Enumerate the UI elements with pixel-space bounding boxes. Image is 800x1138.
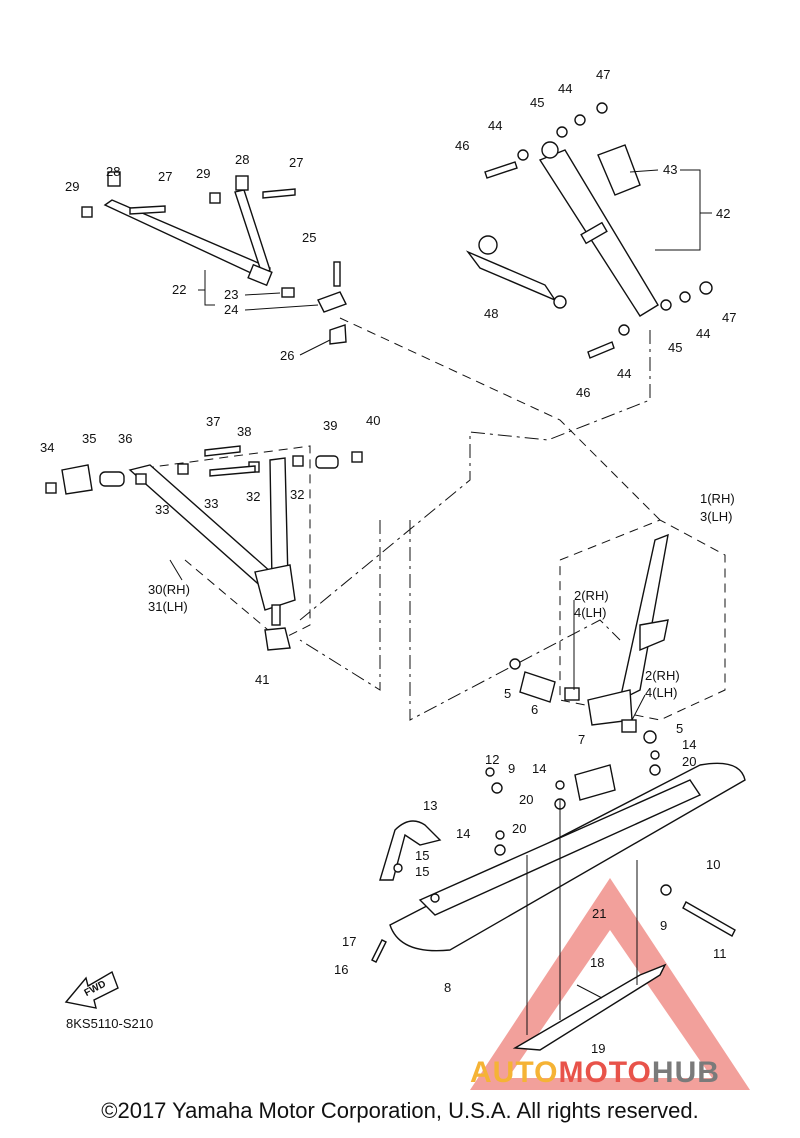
callout-34: 34 (40, 440, 54, 455)
callout-35: 35 (82, 431, 96, 446)
callout-labels: 47 44 45 44 46 43 42 48 47 44 45 44 46 2… (40, 67, 736, 1056)
callout-12: 12 (485, 752, 499, 767)
callout-10: 10 (706, 857, 720, 872)
callout-9a: 9 (508, 761, 515, 776)
callout-27b: 27 (289, 155, 303, 170)
callout-23: 23 (224, 287, 238, 302)
callout-47b: 47 (722, 310, 736, 325)
callout-41: 41 (255, 672, 269, 687)
watermark-part-2: MOTO (558, 1056, 652, 1089)
callout-16: 16 (334, 962, 348, 977)
watermark-part-1: AUTO (470, 1056, 559, 1089)
callout-32a: 32 (246, 489, 260, 504)
steering-rod-assembly (81, 171, 347, 345)
callout-14c: 14 (456, 826, 470, 841)
callout-4b: 4(LH) (645, 685, 678, 700)
callout-26: 26 (280, 348, 294, 363)
callout-7: 7 (578, 732, 585, 747)
callout-14b: 14 (682, 737, 696, 752)
callout-21: 21 (592, 906, 606, 921)
ski-spindle (509, 533, 669, 744)
callout-32b: 32 (290, 487, 304, 502)
callout-44c: 44 (696, 326, 710, 341)
callout-47a: 47 (596, 67, 610, 82)
callout-19: 19 (591, 1041, 605, 1056)
callout-28b: 28 (235, 152, 249, 167)
assembly-lines (129, 317, 726, 721)
callout-3: 3(LH) (700, 509, 733, 524)
callout-15a: 15 (415, 848, 429, 863)
callout-39: 39 (323, 418, 337, 433)
callout-14a: 14 (532, 761, 546, 776)
callout-2b: 2(RH) (645, 668, 680, 683)
callout-17: 17 (342, 934, 356, 949)
callout-20a: 20 (519, 792, 533, 807)
callout-44b: 44 (488, 118, 502, 133)
callout-13: 13 (423, 798, 437, 813)
callout-6: 6 (531, 702, 538, 717)
callout-31: 31(LH) (148, 599, 188, 614)
leader-lines (169, 169, 712, 721)
callout-20b: 20 (682, 754, 696, 769)
callout-29a: 29 (65, 179, 79, 194)
callout-8: 8 (444, 980, 451, 995)
callout-38: 38 (237, 424, 251, 439)
callout-1: 1(RH) (700, 491, 735, 506)
watermark-logo: AUTOMOTOHUB (470, 1056, 720, 1090)
callout-29b: 29 (196, 166, 210, 181)
copyright-footer: ©2017 Yamaha Motor Corporation, U.S.A. A… (101, 1098, 699, 1123)
callout-36: 36 (118, 431, 132, 446)
callout-30: 30(RH) (148, 582, 190, 597)
callout-4a: 4(LH) (574, 605, 607, 620)
callout-22: 22 (172, 282, 186, 297)
callout-46b: 46 (576, 385, 590, 400)
callout-45b: 45 (668, 340, 682, 355)
callout-37: 37 (206, 414, 220, 429)
diagram-code: 8KS5110-S210 (66, 1016, 154, 1031)
callout-27a: 27 (158, 169, 172, 184)
callout-18: 18 (590, 955, 604, 970)
callout-25: 25 (302, 230, 316, 245)
callout-20c: 20 (512, 821, 526, 836)
callout-9b: 9 (660, 918, 667, 933)
callout-11: 11 (713, 946, 727, 961)
callout-2a: 2(RH) (574, 588, 609, 603)
callout-44a: 44 (558, 81, 572, 96)
callout-43: 43 (663, 162, 677, 177)
a-arm-assembly (45, 445, 363, 651)
callout-15b: 15 (415, 864, 429, 879)
callout-24: 24 (224, 302, 238, 317)
watermark-part-3: HUB (651, 1056, 720, 1089)
callout-28a: 28 (106, 164, 120, 179)
callout-40: 40 (366, 413, 380, 428)
shock-absorber (465, 102, 713, 359)
callout-42: 42 (716, 206, 730, 221)
callout-46a: 46 (455, 138, 469, 153)
callout-5b: 5 (676, 721, 683, 736)
callout-33b: 33 (204, 496, 218, 511)
ski-assembly (371, 750, 746, 1051)
callout-48: 48 (484, 306, 498, 321)
fwd-arrow (64, 970, 119, 1009)
callout-5a: 5 (504, 686, 511, 701)
callout-44d: 44 (617, 366, 631, 381)
callout-33a: 33 (155, 502, 169, 517)
callout-45a: 45 (530, 95, 544, 110)
